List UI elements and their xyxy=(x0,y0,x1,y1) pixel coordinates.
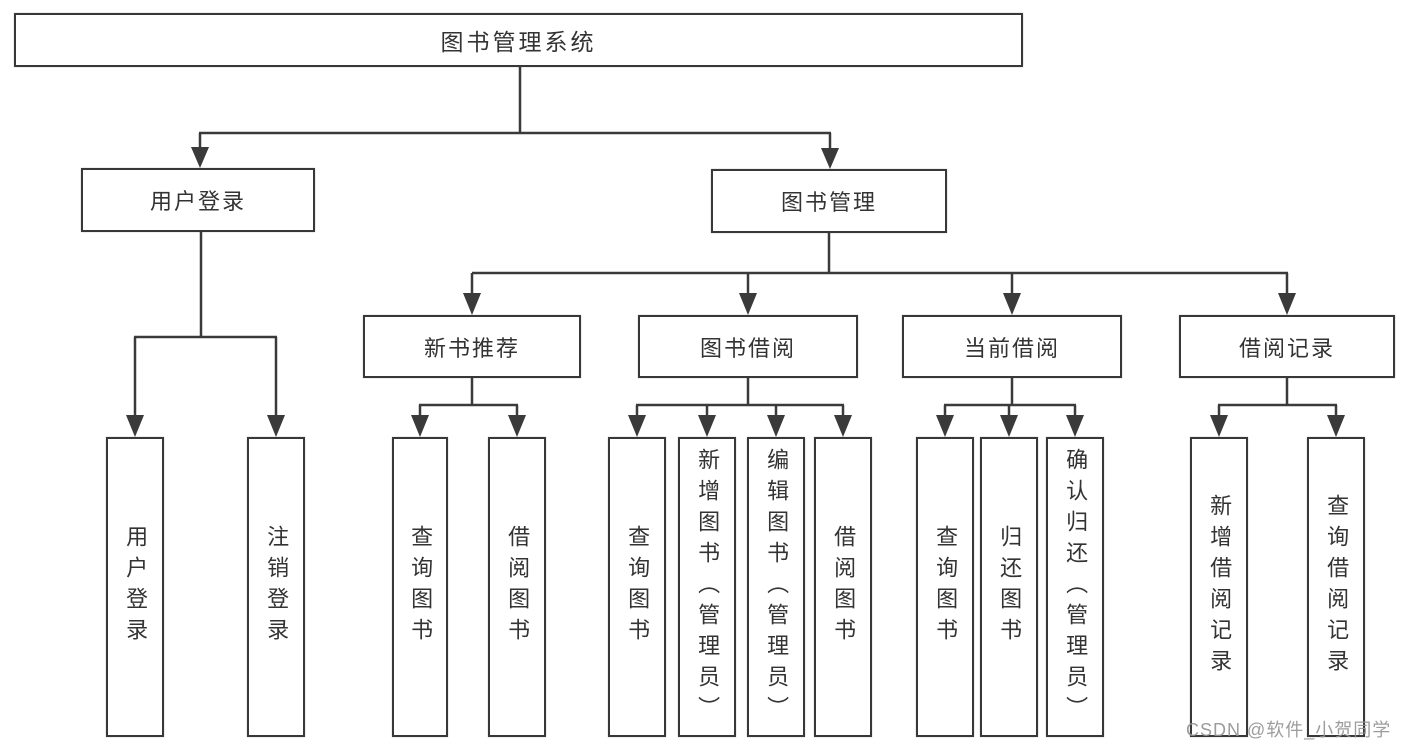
node-query-books-3: 查询图书 xyxy=(916,437,974,737)
node-confirm-return-admin: 确认归还（管理员） xyxy=(1046,437,1104,737)
node-label: 查询图书 xyxy=(933,525,959,649)
node-current-borrowing: 当前借阅 xyxy=(902,315,1122,378)
node-label: 图书管理系统 xyxy=(440,29,597,55)
node-edit-books-admin: 编辑图书（管理员） xyxy=(747,437,805,737)
node-borrow-books-1: 借阅图书 xyxy=(488,437,546,737)
node-label: 查询图书 xyxy=(408,525,434,649)
node-label: 确认归还（管理员） xyxy=(1063,447,1089,727)
arrow-shafts xyxy=(133,133,1338,419)
node-label: 新增图书（管理员） xyxy=(695,447,721,727)
node-add-borrow-record: 新增借阅记录 xyxy=(1190,437,1248,737)
node-add-books-admin: 新增图书（管理员） xyxy=(678,437,736,737)
node-label: 编辑图书（管理员） xyxy=(764,447,790,727)
node-label: 归还图书 xyxy=(997,525,1023,649)
node-borrow-books-2: 借阅图书 xyxy=(814,437,872,737)
node-new-book-recommendation: 新书推荐 xyxy=(363,315,581,378)
node-query-books-2: 查询图书 xyxy=(608,437,666,737)
node-label: 借阅图书 xyxy=(831,525,857,649)
node-borrowing-records: 借阅记录 xyxy=(1179,315,1395,378)
node-label: 用户登录 xyxy=(123,525,149,649)
node-label: 新书推荐 xyxy=(423,335,520,361)
arrowheads xyxy=(126,147,1345,437)
node-label: 注销登录 xyxy=(264,525,290,649)
tree-edges xyxy=(134,67,1337,407)
node-logout-leaf: 注销登录 xyxy=(247,437,305,737)
node-return-books: 归还图书 xyxy=(980,437,1038,737)
node-user-login: 用户登录 xyxy=(81,168,315,232)
node-label: 借阅记录 xyxy=(1238,335,1335,361)
node-label: 图书管理 xyxy=(780,190,877,215)
node-label: 图书借阅 xyxy=(699,335,796,361)
node-label: 查询借阅记录 xyxy=(1324,494,1350,680)
node-label: 当前借阅 xyxy=(963,335,1060,361)
node-label: 用户登录 xyxy=(149,189,246,214)
node-label: 查询图书 xyxy=(625,525,651,649)
csdn-watermark: CSDN @软件_小贺同学 xyxy=(1186,720,1392,740)
node-label: 借阅图书 xyxy=(505,525,531,649)
node-label: 新增借阅记录 xyxy=(1207,494,1233,680)
node-book-borrowing: 图书借阅 xyxy=(638,315,858,378)
node-book-management: 图书管理 xyxy=(711,169,947,233)
node-query-books-1: 查询图书 xyxy=(392,437,448,737)
node-library-management-system: 图书管理系统 xyxy=(14,13,1023,67)
node-query-borrow-record: 查询借阅记录 xyxy=(1307,437,1365,737)
node-user-login-leaf: 用户登录 xyxy=(106,437,164,737)
